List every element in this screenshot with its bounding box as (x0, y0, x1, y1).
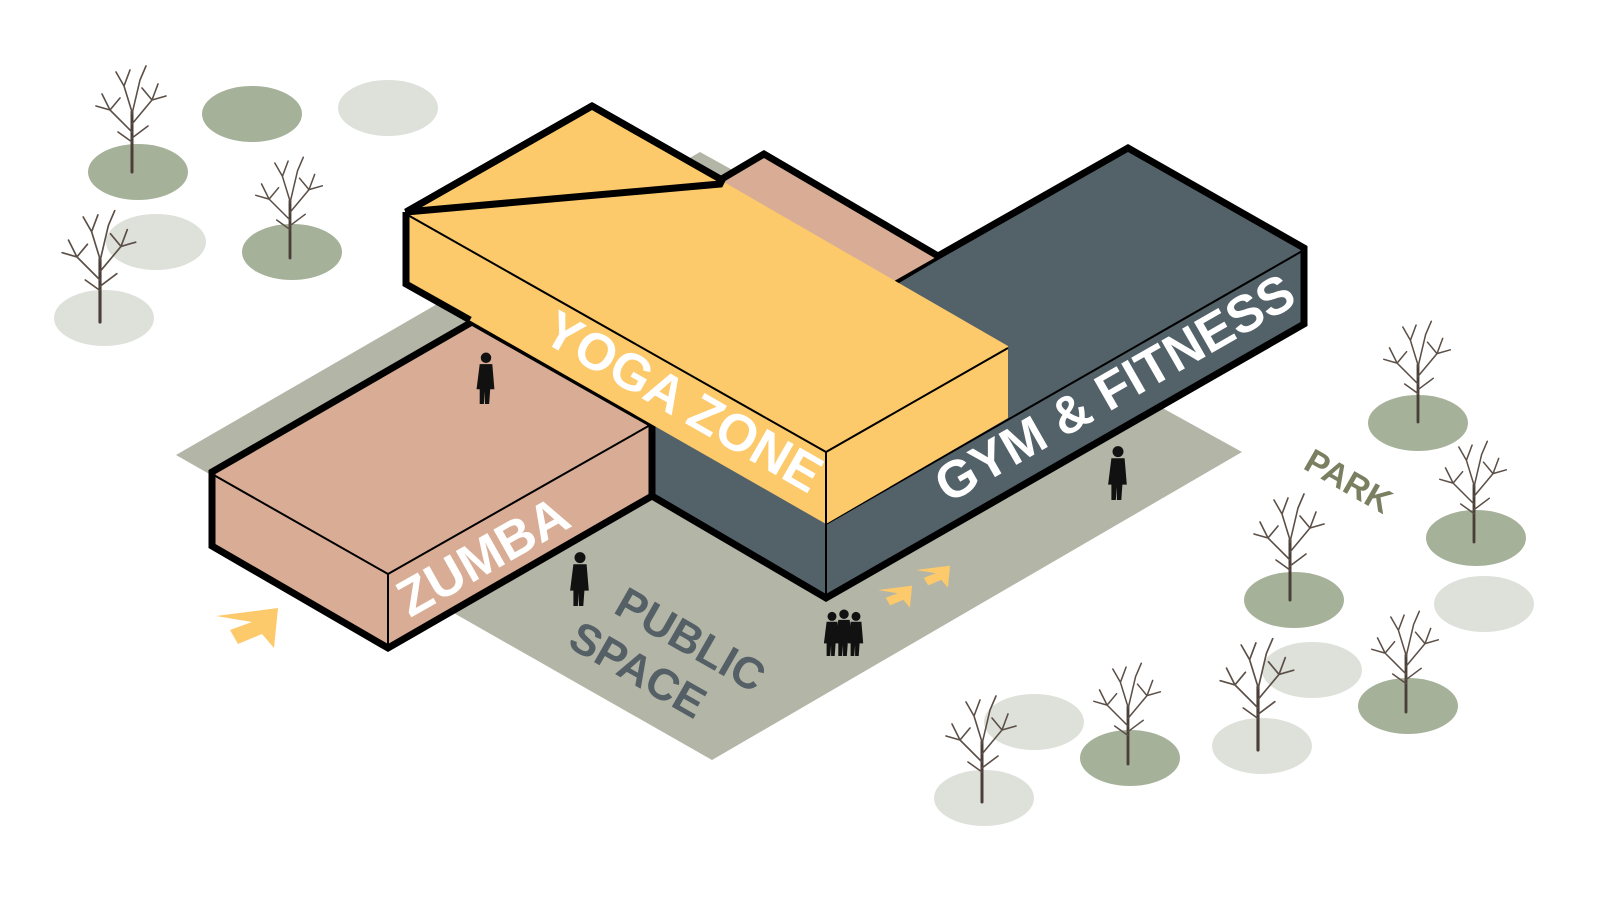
park-label: PARK (1298, 442, 1399, 522)
yoga-zone-block (402, 101, 1009, 524)
park-landscape (54, 80, 1534, 826)
zumba-block (208, 317, 656, 653)
